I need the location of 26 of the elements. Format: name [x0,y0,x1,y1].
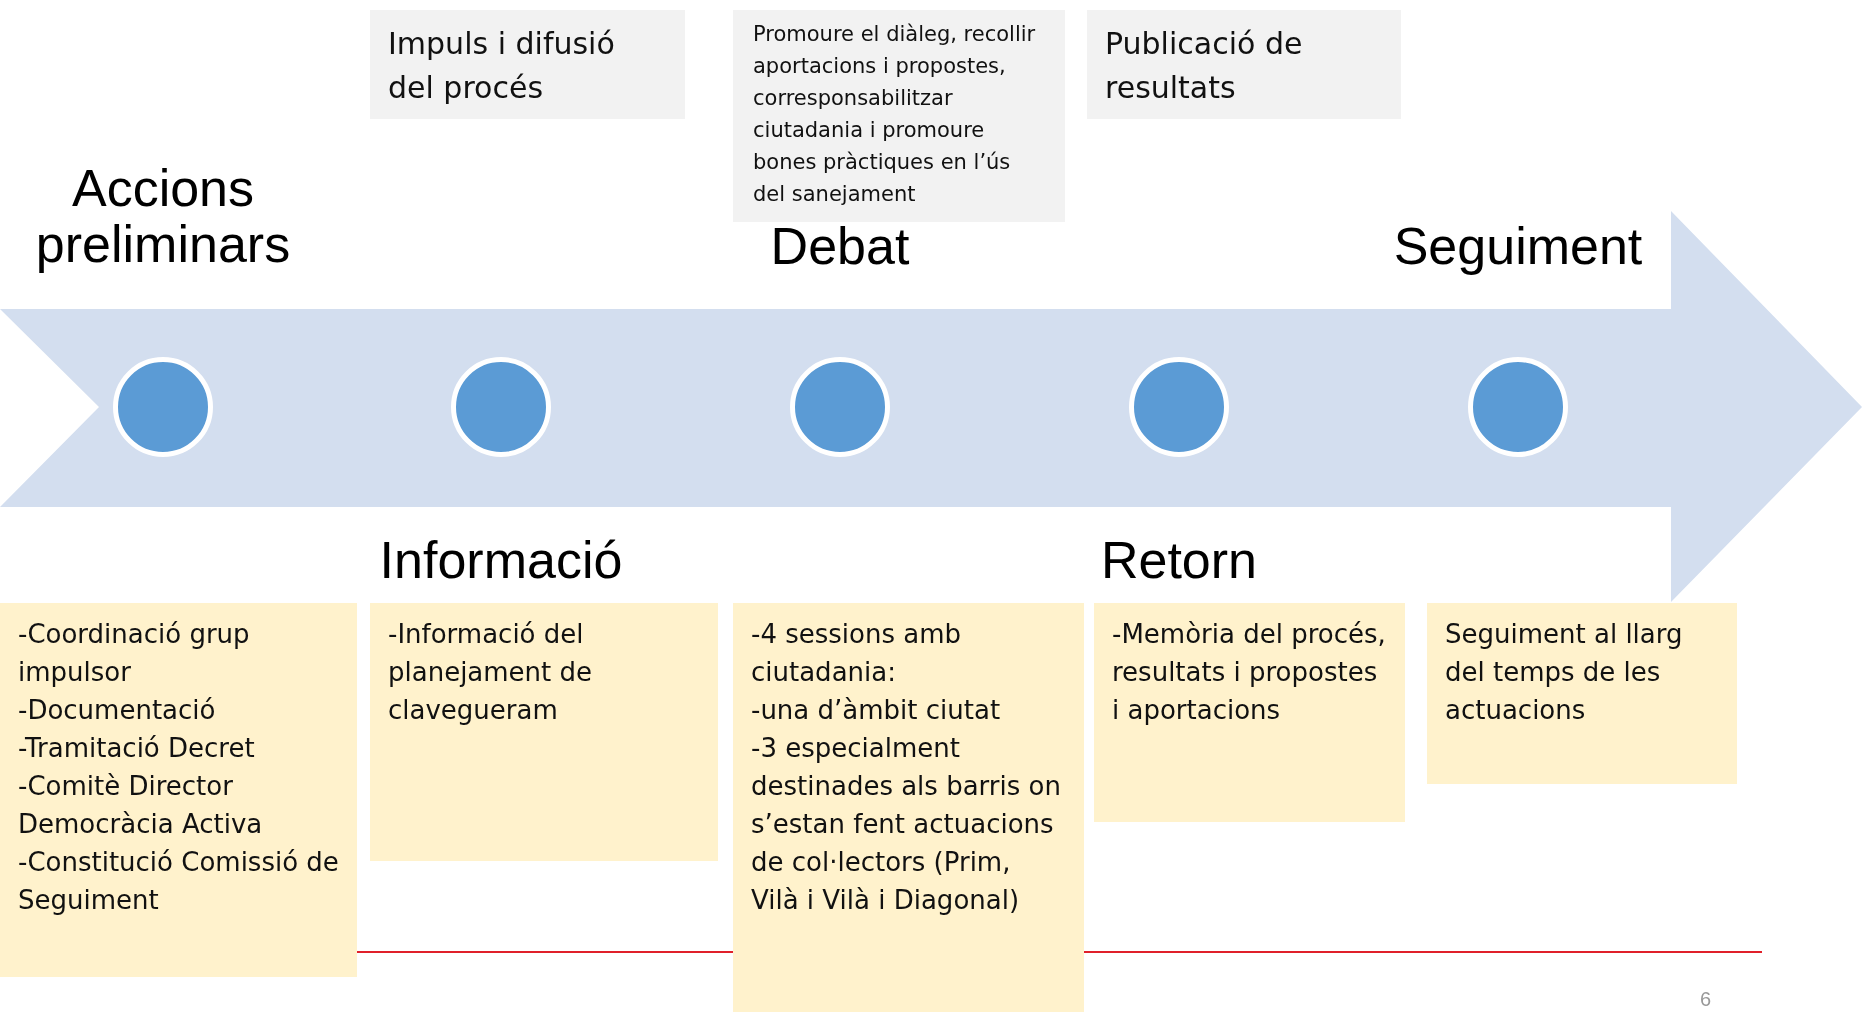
activity-text: -Informació del planejament de clavegueram [388,618,594,727]
activity-text: -Documentació [18,694,217,727]
page-number: 6 [1700,988,1712,1011]
activity-box [1427,603,1737,784]
activity-text: -4 sessions amb ciutadania: [751,618,962,689]
activity-text: -una d’àmbit ciutat [751,694,1002,727]
activity-text: -3 especialment destinades als barris on s’estan fent actuacions de col·lectors (Prim, Vilà i Vilà i Diagonal) [751,732,1062,917]
activity-text: -Comitè Director Democràcia Activa [18,770,264,841]
activity-box [370,603,718,861]
objective-text: Impuls i difusió del procés [388,25,616,107]
phase-title: Accions preliminars [34,160,292,272]
activity-text: -Tramitació Decret [18,732,256,765]
objective-text: Promoure el diàleg, recollir aportacions i propostes, corresponsabilitzar ciutadania i promoure bones pràctiques en l’ús del sanejament [753,21,1037,208]
activity-box [733,603,1084,1012]
activity-text: -Coordinació grup impulsor [18,618,251,689]
activity-box [1094,603,1405,822]
activity-text: -Constitució Comissió de Seguiment [18,846,339,917]
activity-text: -Memòria del procés, resultats i propostes i aportacions [1112,618,1387,727]
timeline-arrow [0,211,1862,602]
phase-title: Informació [378,532,624,588]
objective-text: Publicació de resultats [1105,25,1304,107]
activity-box [0,603,357,977]
activity-text: Seguiment al llarg del temps de les actuacions [1445,618,1684,727]
phase-title: Seguiment [1392,218,1644,274]
phase-title: Debat [769,218,911,274]
phase-title: Retorn [1099,532,1259,588]
